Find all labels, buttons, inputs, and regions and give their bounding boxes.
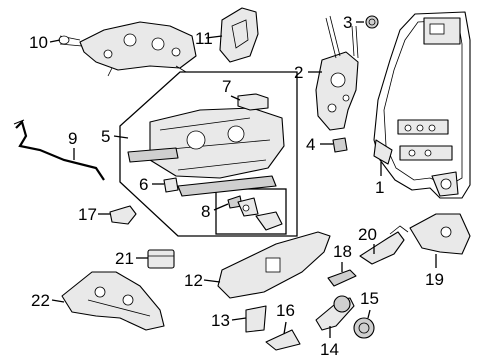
- callout-9: 9: [68, 129, 77, 148]
- callout-10: 10: [29, 33, 48, 52]
- side-cover: [219, 7, 259, 63]
- trim-cover: [245, 305, 267, 333]
- bracket-plate: [109, 205, 137, 225]
- callout-2: 2: [294, 63, 303, 82]
- callout-11: 11: [195, 29, 213, 48]
- upper-track-assembly: [58, 21, 197, 77]
- control-box: [147, 249, 175, 269]
- callout-17: 17: [78, 205, 97, 224]
- side-shield: [217, 231, 331, 299]
- callout-5: 5: [101, 127, 110, 146]
- callout-21: 21: [115, 249, 134, 268]
- wedge-clip: [327, 269, 357, 287]
- callout-15: 15: [360, 289, 379, 308]
- callout-18: 18: [333, 242, 352, 261]
- lower-frame-bracket: [61, 271, 165, 331]
- callout-20: 20: [358, 225, 377, 244]
- leader-lines: [49, 21, 437, 338]
- seatback-frame: [373, 11, 471, 199]
- callout-3: 3: [343, 13, 352, 32]
- callout-13: 13: [211, 311, 230, 330]
- seat-adjuster-mechanism: [127, 107, 285, 197]
- callout-labels: 1 2 3 4 5 6 7 8 9 10 11 12 13 14 15 16 1…: [29, 13, 444, 359]
- callout-6: 6: [139, 175, 148, 194]
- callout-22: 22: [31, 291, 50, 310]
- callout-19: 19: [425, 270, 444, 289]
- mounting-clip: [163, 177, 179, 193]
- lever-handle: [315, 295, 355, 331]
- round-knob: [353, 317, 375, 339]
- knob-cover: [265, 329, 301, 351]
- wire-rod: [13, 119, 105, 181]
- rear-bracket: [409, 213, 471, 255]
- seat-adjuster-group-outline: [119, 71, 298, 237]
- recliner-bracket: [315, 15, 359, 131]
- callout-4: 4: [306, 135, 315, 154]
- motor-sub-parts: [227, 195, 283, 231]
- slide-bracket: [359, 225, 409, 265]
- small-clip: [332, 137, 348, 153]
- callout-1: 1: [375, 178, 384, 197]
- callout-8: 8: [201, 202, 210, 221]
- switch-block: [237, 93, 269, 111]
- callout-7: 7: [222, 77, 231, 96]
- callout-12: 12: [184, 271, 203, 290]
- cap-plug: [365, 15, 379, 29]
- callout-16: 16: [276, 301, 295, 320]
- callout-14: 14: [320, 340, 339, 359]
